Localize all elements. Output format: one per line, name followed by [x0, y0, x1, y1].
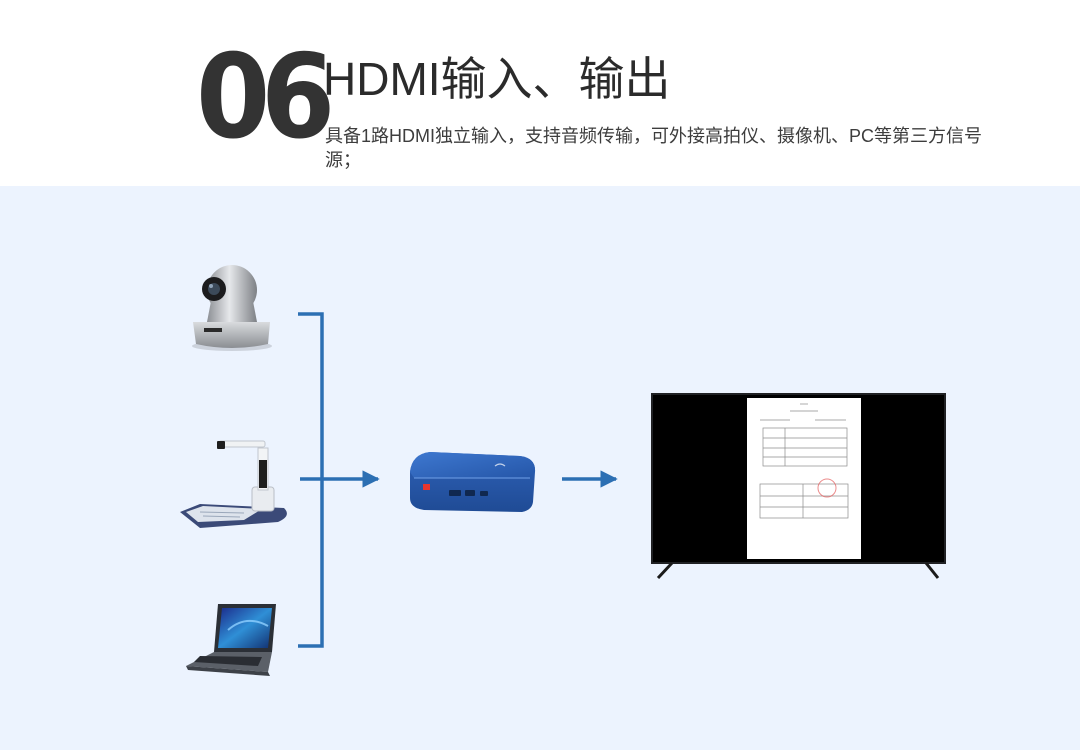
encoder-box-icon	[410, 452, 536, 512]
header-section: 06 HDMI输入、输出 具备1路HDMI独立输入，支持音频传输，可外接高拍仪、…	[0, 0, 1080, 186]
section-title: HDMI输入、输出	[323, 53, 671, 105]
document-preview	[759, 403, 849, 519]
section-number: 06	[196, 30, 335, 165]
document-camera-icon	[180, 440, 287, 528]
signal-flow-diagram	[180, 265, 946, 676]
laptop-icon	[186, 604, 276, 676]
section-description: 具备1路HDMI独立输入，支持音频传输，可外接高拍仪、摄像机、PC等第三方信号源…	[325, 126, 983, 170]
camera-icon	[192, 265, 272, 351]
television-icon	[651, 393, 946, 580]
